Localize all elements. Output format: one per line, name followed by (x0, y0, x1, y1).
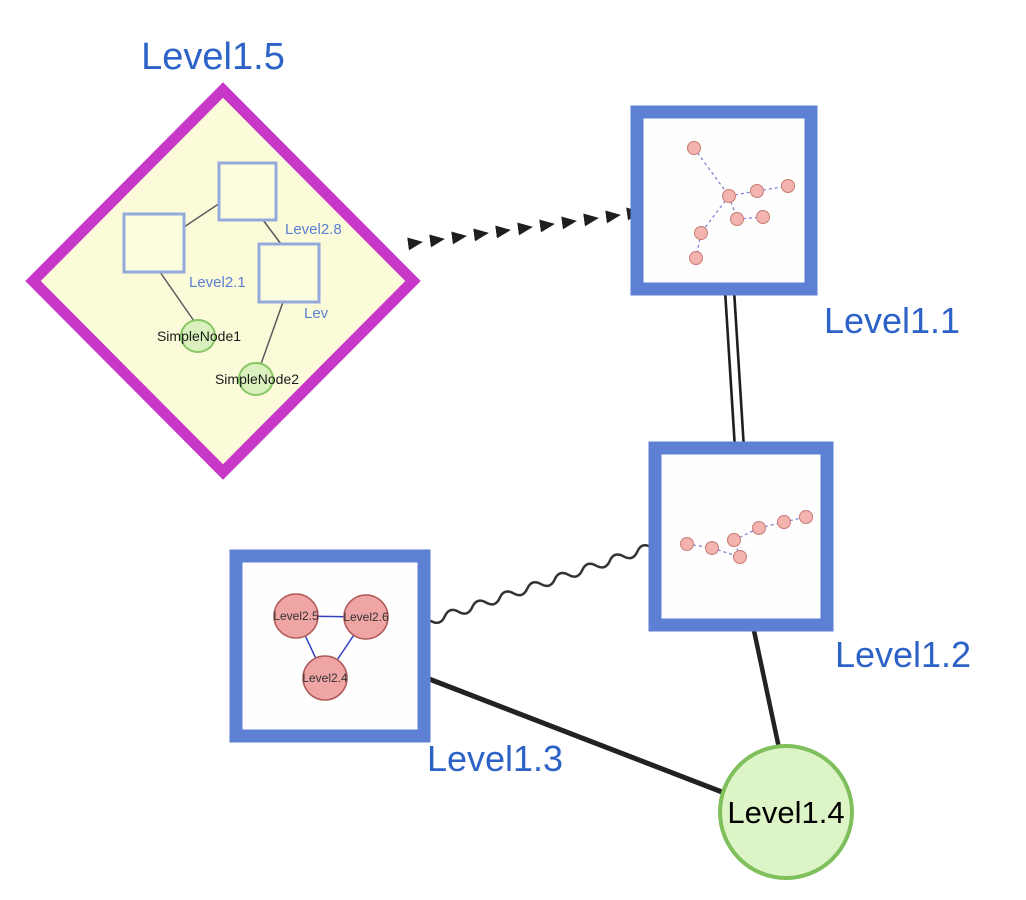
child-node-lev[interactable] (257, 242, 321, 304)
node-level1-4-group: Level1.4 (718, 744, 854, 880)
mini-node[interactable] (799, 510, 813, 524)
mini-node[interactable] (752, 521, 766, 535)
child-node-level2-4[interactable] (302, 655, 348, 701)
mini-node[interactable] (689, 251, 703, 265)
edge-level15-to-level11[interactable] (407, 207, 642, 251)
mini-edge[interactable] (695, 232, 702, 259)
node-label-level1-4: Level1.4 (727, 795, 844, 830)
mini-edge[interactable] (686, 543, 713, 549)
mini-node[interactable] (727, 533, 741, 547)
group-node-level1-5: Level2.8 Level2.1 Lev SimpleNode1 Simple… (25, 36, 421, 480)
edge-level13-to-level12[interactable] (429, 544, 653, 625)
node-label-level1-1: Level1.1 (824, 300, 960, 341)
mini-edge[interactable] (700, 195, 730, 234)
node-label-level1-2: Level1.2 (835, 634, 971, 675)
inner-edge-square28-squarelev[interactable] (262, 219, 282, 245)
mini-node[interactable] (733, 550, 747, 564)
node-level1-4[interactable] (718, 744, 854, 880)
node-level1-2-group: Level1.2 (648, 441, 971, 675)
child-node-label-level2-8: Level2.8 (285, 221, 342, 238)
node-level1-3[interactable] (229, 549, 431, 743)
child-node-label-level2-6: Level2.6 (343, 610, 389, 624)
diamond-shape-level1-5[interactable] (25, 82, 421, 480)
edge-level11-to-level12-line-b[interactable] (732, 289, 746, 450)
mini-node[interactable] (722, 189, 736, 203)
node-label-level1-3: Level1.3 (427, 738, 563, 779)
child-node-level2-1[interactable] (122, 212, 186, 274)
node-level1-1-group: Level1.1 (630, 105, 960, 341)
mini-edge[interactable] (693, 147, 730, 197)
node-level1-3-group: Level2.5 Level2.6 Level2.4 Level1.3 (229, 549, 563, 779)
mini-node[interactable] (687, 141, 701, 155)
mini-edge[interactable] (733, 527, 760, 541)
mini-nodes-level1-1 (687, 141, 795, 265)
inner-edge-square21-square28[interactable] (183, 202, 221, 228)
mini-node[interactable] (781, 179, 795, 193)
mini-node[interactable] (777, 515, 791, 529)
edge-level13-to-level14[interactable] (423, 674, 723, 795)
mini-nodes-level1-2 (680, 510, 813, 564)
child-node-level2-5[interactable] (273, 593, 319, 639)
child-node-label-level2-4: Level2.4 (302, 671, 348, 685)
inner-edge-squarelev-simplenode2[interactable] (260, 301, 284, 365)
simple-node-1-label: SimpleNode1 (157, 328, 241, 344)
child-node-label-lev: Lev (304, 305, 329, 322)
mini-edge[interactable] (758, 521, 785, 529)
inner-edge-square21-simplenode1[interactable] (159, 271, 195, 322)
child-node-level2-6[interactable] (343, 594, 389, 640)
mini-node[interactable] (750, 184, 764, 198)
mini-node[interactable] (680, 537, 694, 551)
mini-node[interactable] (705, 541, 719, 555)
mini-node[interactable] (756, 210, 770, 224)
mini-node[interactable] (694, 226, 708, 240)
child-node-label-level2-1: Level2.1 (189, 274, 246, 291)
simple-node-1[interactable] (180, 319, 216, 353)
mini-edge[interactable] (728, 190, 758, 197)
edge-level11-to-level12-line-a[interactable] (723, 289, 737, 450)
simple-node-2[interactable] (238, 362, 274, 396)
mini-edge[interactable] (736, 216, 764, 220)
child-node-label-level2-5: Level2.5 (273, 609, 319, 623)
node-level1-1[interactable] (630, 105, 818, 296)
top-level-edges (407, 207, 782, 795)
simple-node-2-label: SimpleNode2 (215, 371, 299, 387)
mini-node[interactable] (730, 212, 744, 226)
group-label-level1-5: Level1.5 (141, 36, 285, 78)
child-node-level2-8[interactable] (217, 161, 278, 222)
edge-level11-to-level12[interactable] (723, 289, 746, 450)
edge-level12-to-level14[interactable] (750, 625, 782, 749)
